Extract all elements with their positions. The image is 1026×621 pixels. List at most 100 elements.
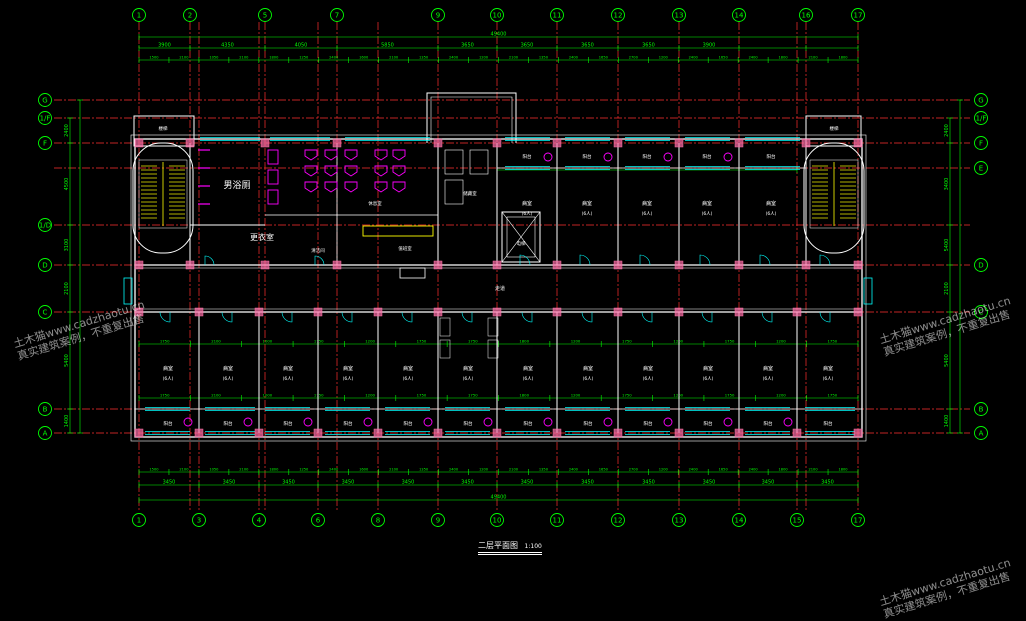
axis-bubble: [38, 111, 52, 125]
axis-bubble-label: 16: [802, 12, 811, 20]
door-swing-north: [699, 254, 711, 266]
dimension-text: 3900: [703, 43, 716, 49]
room-label-balcony-south: 阳台: [404, 420, 413, 427]
dimension-text: 1750: [725, 339, 735, 344]
room-label-balcony-north: 阳台: [643, 153, 652, 160]
toilet-fixture: [392, 181, 406, 193]
structural-column: [260, 138, 270, 148]
dimension-text: 1800: [838, 56, 848, 60]
dimension-text: 5400: [944, 354, 950, 367]
door-swing-north: [819, 254, 831, 266]
dimension-text: 2100: [509, 56, 519, 60]
door-swing-south: [281, 311, 293, 323]
structural-column: [801, 260, 811, 270]
washbasin: [543, 152, 553, 162]
room-label-balcony-south: 阳台: [524, 420, 533, 427]
structural-column: [492, 138, 502, 148]
drawing-scale: 1:100: [524, 543, 542, 550]
elevator-shaft: [501, 211, 541, 263]
room-label-ward: 病室: [163, 365, 173, 372]
toilet-fixture: [392, 149, 406, 161]
axis-bubble-label: 17: [854, 517, 863, 525]
dimension-text: 2400: [749, 468, 759, 472]
axis-bubble: [132, 513, 146, 527]
door-swing-south: [341, 311, 353, 323]
room-label-ward: 病室: [523, 365, 533, 372]
dimension-text: 49400: [491, 495, 507, 501]
axis-bubble-label: 8: [376, 517, 380, 525]
dimension-text: 1200: [776, 339, 786, 344]
dimension-text: 3650: [461, 43, 474, 49]
axis-bubble-label: 14: [735, 517, 744, 525]
structural-column: [313, 307, 323, 317]
washbasin: [663, 417, 673, 427]
dimension-text: 3100: [64, 239, 70, 252]
room-label-ward-beds: (6人): [703, 376, 714, 382]
dimension-text: 2400: [569, 56, 579, 60]
dimension-text: 49400: [491, 32, 507, 38]
structural-column: [552, 260, 562, 270]
dimension-text: 1050: [209, 56, 219, 60]
dimension-text: 2400: [329, 468, 339, 472]
axis-bubble-label: F: [979, 140, 983, 148]
dimension-text: 2100: [239, 468, 249, 472]
room-label-ward-beds-north: (6人): [702, 211, 713, 217]
axis-bubble: [732, 513, 746, 527]
axis-bubble-label: G: [42, 97, 47, 105]
axis-bubble: [258, 8, 272, 22]
room-label-balcony-south: 阳台: [764, 420, 773, 427]
axis-bubble: [311, 513, 325, 527]
room-label-ward-beds: (6人): [823, 376, 834, 382]
structural-column: [260, 260, 270, 270]
axis-bubble: [672, 513, 686, 527]
room-label-ward: 病室: [703, 365, 713, 372]
window-lines: [123, 137, 873, 435]
dimension-text: 1800: [779, 56, 789, 60]
toilet-fixture: [374, 181, 388, 193]
dimension-text: 1750: [160, 393, 170, 398]
dimension-text: 1400: [944, 415, 950, 428]
door-swing-south: [159, 311, 171, 323]
door-swing-north: [639, 254, 651, 266]
dimension-text: 1750: [622, 393, 632, 398]
structural-column: [433, 307, 443, 317]
structural-column: [674, 307, 684, 317]
axis-bubble: [611, 513, 625, 527]
room-label-ward-beds: (6人): [403, 376, 414, 382]
dimension-text: 5400: [944, 239, 950, 252]
title-underline-2: [478, 554, 542, 555]
counter: [362, 225, 434, 237]
dimension-text: 1750: [314, 393, 324, 398]
room-label-ward-beds: (6人): [523, 376, 534, 382]
elevator-cross: [501, 211, 541, 263]
dimension-text: 2100: [179, 468, 189, 472]
stair-right-shell: [803, 142, 865, 254]
axis-bubble: [974, 136, 988, 150]
storage-shelf: [469, 149, 489, 175]
toilet-fixture: [324, 165, 338, 177]
dimension-text: 1650: [599, 468, 609, 472]
dimension-text: 2700: [629, 468, 639, 472]
axis-bubble: [38, 258, 52, 272]
axis-bubble-label: 1/F: [40, 115, 51, 123]
dimension-text: 2100: [389, 56, 399, 60]
washbasin: [603, 417, 613, 427]
shower-stall: [267, 189, 279, 205]
dimension-text: 4500: [64, 178, 70, 191]
toilet-fixture: [324, 181, 338, 193]
axis-bubble: [38, 218, 52, 232]
toilet-fixture: [304, 149, 318, 161]
axis-bubble-label: 9: [436, 12, 440, 20]
room-label-wc: 男浴厕: [223, 180, 250, 191]
door-swing-util: [314, 255, 325, 266]
axis-bubble: [672, 8, 686, 22]
dimension-text: 2400: [944, 124, 950, 137]
room-label-balcony-south: 阳台: [464, 420, 473, 427]
door-swing-south: [761, 311, 773, 323]
axis-bubble-label: 15: [793, 517, 802, 525]
axis-bubble-label: A: [979, 430, 984, 438]
structural-column: [613, 307, 623, 317]
structural-column: [492, 428, 502, 438]
axis-bubble-label: F: [43, 140, 47, 148]
